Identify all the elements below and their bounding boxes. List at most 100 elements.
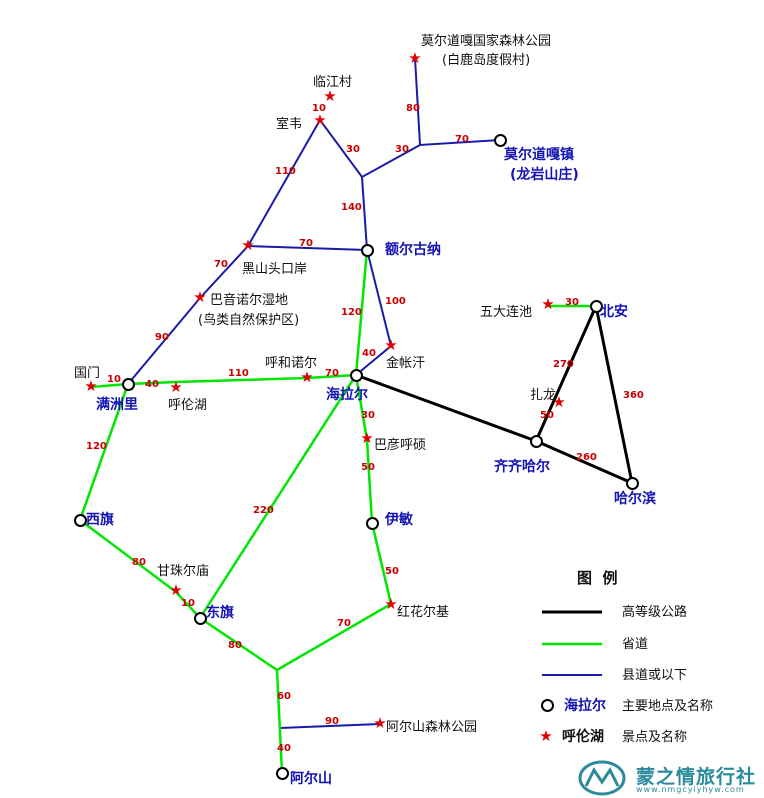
node-moerdaoga	[494, 134, 507, 147]
label-huhenuoer: 呼和诺尔	[265, 356, 318, 371]
road-qiqihaer-beian	[534, 305, 598, 442]
dist-moerdaoga: 70	[455, 134, 469, 145]
road-alershan-park	[279, 723, 381, 729]
dist-dongqi-junction: 80	[228, 640, 242, 651]
road-dongqi-junction	[199, 616, 278, 672]
star-aershan-park: ★	[373, 714, 387, 732]
star-huhenuoer: ★	[300, 368, 314, 386]
road-park-moerdaoga	[414, 57, 501, 147]
node-eerguna	[361, 244, 374, 257]
legend-scenic-sample: 呼伦湖	[562, 729, 604, 745]
highways	[355, 305, 634, 485]
label-honghuaerji: 红花尔基	[397, 605, 450, 620]
road-eerguna-hailaer	[354, 249, 369, 376]
label-dongqi: 东旗	[206, 605, 234, 621]
dist-eerguna-hailaer: 120	[341, 307, 362, 318]
dist-qiqihaer-haerbin: 260	[576, 452, 597, 463]
node-xiqi	[74, 514, 87, 527]
dist-bayin-manzhouli: 90	[155, 332, 169, 343]
star-shiwei: ★	[313, 111, 327, 129]
label-manzhouli: 满洲里	[96, 397, 138, 413]
dist-junction-left: 30	[346, 144, 360, 155]
node-haerbin	[626, 477, 639, 490]
dist-manzhouli-xiqi: 120	[86, 441, 107, 452]
label-haerbin: 哈尔滨	[614, 491, 656, 507]
road-hailaer-dongqi	[198, 374, 358, 619]
dist-junction-lower: 60	[277, 691, 291, 702]
legend-highway-label: 高等级公路	[622, 605, 688, 620]
label-shiwei: 室韦	[276, 117, 303, 132]
dist-shiwei-heishantou: 110	[275, 166, 296, 177]
node-manzhouli	[122, 378, 135, 391]
dist-jinzhanghan-hailaer: 40	[362, 348, 376, 359]
star-bayanhushuo: ★	[360, 429, 374, 447]
label-beian: 北安	[600, 304, 628, 320]
legend-scenic-desc: 景点及名称	[622, 730, 688, 745]
dist-guomen: 10	[107, 374, 121, 385]
legend-city-desc: 主要地点及名称	[622, 699, 714, 714]
label-hulunhu: 呼伦湖	[168, 398, 208, 413]
road-manzhouli-hailaer	[90, 373, 357, 389]
star-linjiang: ★	[323, 87, 337, 105]
dist-zhalong-qiqihaer: 50	[540, 410, 554, 421]
star-heishantou: ★	[241, 236, 255, 254]
dist-junction-eerguna: 140	[341, 202, 362, 213]
brand-watermark: 蒙之情旅行社 www.nmgcylyhyw.com	[576, 760, 762, 796]
star-wudalianchi: ★	[541, 295, 555, 313]
label-moerdaoga-sub: (龙岩山庄)	[510, 167, 579, 183]
node-hailaer	[350, 369, 363, 382]
label-aershan: 阿尔山	[290, 771, 332, 787]
dist-ganzhuer-dongqi: 10	[181, 598, 195, 609]
label-qiqihaer: 齐齐哈尔	[494, 459, 550, 475]
brand-name: 蒙之情旅行社	[636, 766, 757, 788]
road-beian-haerbin	[594, 305, 634, 484]
dist-beian-wudalianchi: 30	[565, 297, 579, 308]
node-dongqi	[194, 612, 207, 625]
star-guomen: ★	[84, 377, 98, 395]
label-guomen: 国门	[74, 366, 101, 381]
dist-beian-zhalong: 270	[553, 359, 574, 370]
label-linjiang: 临江村	[313, 75, 353, 90]
brand-logo-icon	[578, 760, 626, 796]
legend-node-sample	[541, 699, 554, 712]
provincial-roads	[78, 249, 596, 774]
dist-yimin-honghuaerji: 50	[385, 566, 399, 577]
label-bayinnuoer-sub: (鸟类自然保护区)	[198, 313, 300, 328]
road-hailaer-qiqihaer	[355, 373, 537, 443]
dist-park-junction: 80	[406, 103, 420, 114]
label-zhalong: 扎龙	[530, 388, 557, 403]
road-shiwei-manzhouli	[127, 119, 321, 385]
dist-heishantou-eerguna: 70	[299, 238, 313, 249]
label-jinzhanghan: 金帐汗	[386, 356, 426, 371]
dist-beian-haerbin: 360	[623, 390, 644, 401]
legend-provincial-label: 省道	[622, 637, 649, 652]
dist-hailaer-dongqi: 220	[253, 505, 274, 516]
label-ganzhuer: 甘珠尔庙	[157, 564, 210, 579]
label-heishantou: 黑山头口岸	[242, 262, 308, 277]
dist-hulunhu-huhenuoer: 110	[228, 368, 249, 379]
label-aershan-park: 阿尔山森林公园	[386, 720, 478, 735]
star-bayinnuoer: ★	[193, 288, 207, 306]
dist-xiqi-ganzhuer: 80	[132, 557, 146, 568]
star-jinzhanghan: ★	[384, 336, 398, 354]
node-beian	[590, 300, 603, 313]
road-junction-aershan	[275, 669, 284, 774]
label-hailaer: 海拉尔	[326, 387, 368, 403]
dist-bayanhushuo-yimin: 50	[361, 462, 375, 473]
node-qiqihaer	[530, 435, 543, 448]
brand-url: www.nmgcylyhyw.com	[636, 785, 745, 794]
legend-city-sample: 海拉尔	[564, 698, 606, 714]
dist-manzhouli-hulunhu: 40	[145, 379, 159, 390]
label-xiqi: 西旗	[86, 512, 114, 528]
road-junction-eerguna	[361, 176, 368, 251]
dist-junction-right: 30	[395, 144, 409, 155]
label-park: 莫尔道嘎国家森林公园	[421, 34, 552, 49]
label-eerguna: 额尔古纳	[385, 242, 441, 258]
dist-huhenuoer-hailaer: 70	[325, 368, 339, 379]
dist-eerguna-jinzhanghan: 100	[385, 296, 406, 307]
dist-honghuaerji-junction: 70	[337, 618, 351, 629]
road-qiqihaer-haerbin	[535, 439, 633, 485]
dist-linjiang: 10	[312, 103, 326, 114]
label-wudalianchi: 五大连池	[480, 305, 533, 320]
star-honghuaerji: ★	[384, 595, 398, 613]
